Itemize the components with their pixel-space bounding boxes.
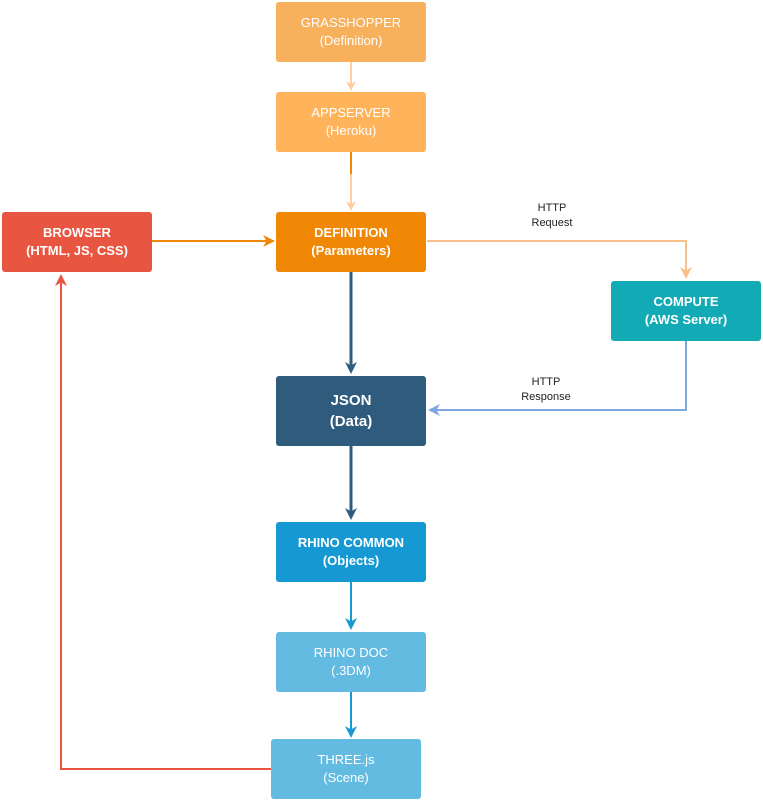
node-compute-subtitle: (AWS Server) <box>644 312 728 327</box>
node-definition-title: DEFINITION <box>314 225 388 240</box>
node-json-subtitle: (Data) <box>329 413 373 430</box>
edge-compute-to-json <box>428 341 687 416</box>
edge-label-http-response-line1: HTTP <box>531 376 561 388</box>
node-browser-title: BROWSER <box>43 225 111 240</box>
node-json-title: JSON <box>330 392 372 409</box>
node-appserver-title: APPSERVER <box>311 105 391 120</box>
node-grasshopper-subtitle: (Definition) <box>319 33 383 48</box>
node-grasshopper-title: GRASSHOPPER <box>300 15 402 30</box>
node-browser[interactable]: BROWSER (HTML, JS, CSS) <box>2 212 152 272</box>
node-threejs-subtitle: (Scene) <box>323 770 369 785</box>
node-threejs[interactable]: THREE.js (Scene) <box>271 739 421 799</box>
edge-label-http-request-line2: Request <box>531 217 573 229</box>
node-rhino-common[interactable]: RHINO COMMON (Objects) <box>276 522 426 582</box>
node-grasshopper[interactable]: GRASSHOPPER (Definition) <box>276 2 426 62</box>
node-definition[interactable]: DEFINITION (Parameters) <box>276 212 426 272</box>
node-appserver-subtitle: (Heroku) <box>325 123 377 138</box>
node-compute[interactable]: COMPUTE (AWS Server) <box>611 281 761 341</box>
edge-label-http-request: HTTP Request <box>517 201 587 231</box>
edge-label-http-response-line2: Response <box>521 391 571 403</box>
node-rhino-doc-subtitle: (.3DM) <box>331 663 371 678</box>
node-rhino-common-subtitle: (Objects) <box>322 553 380 568</box>
edge-label-http-response: HTTP Response <box>511 375 581 405</box>
edge-threejs-to-browser <box>55 274 271 770</box>
node-definition-subtitle: (Parameters) <box>311 243 391 258</box>
node-rhino-doc[interactable]: RHINO DOC (.3DM) <box>276 632 426 692</box>
node-appserver[interactable]: APPSERVER (Heroku) <box>276 92 426 152</box>
node-rhino-doc-title: RHINO DOC <box>313 645 389 660</box>
node-compute-title: COMPUTE <box>653 294 719 309</box>
node-threejs-title: THREE.js <box>317 752 375 767</box>
node-browser-subtitle: (HTML, JS, CSS) <box>26 243 128 258</box>
node-json[interactable]: JSON (Data) <box>276 376 426 446</box>
node-rhino-common-title: RHINO COMMON <box>297 535 405 550</box>
edge-definition-to-compute <box>427 240 692 279</box>
edge-label-http-request-line1: HTTP <box>537 202 567 214</box>
